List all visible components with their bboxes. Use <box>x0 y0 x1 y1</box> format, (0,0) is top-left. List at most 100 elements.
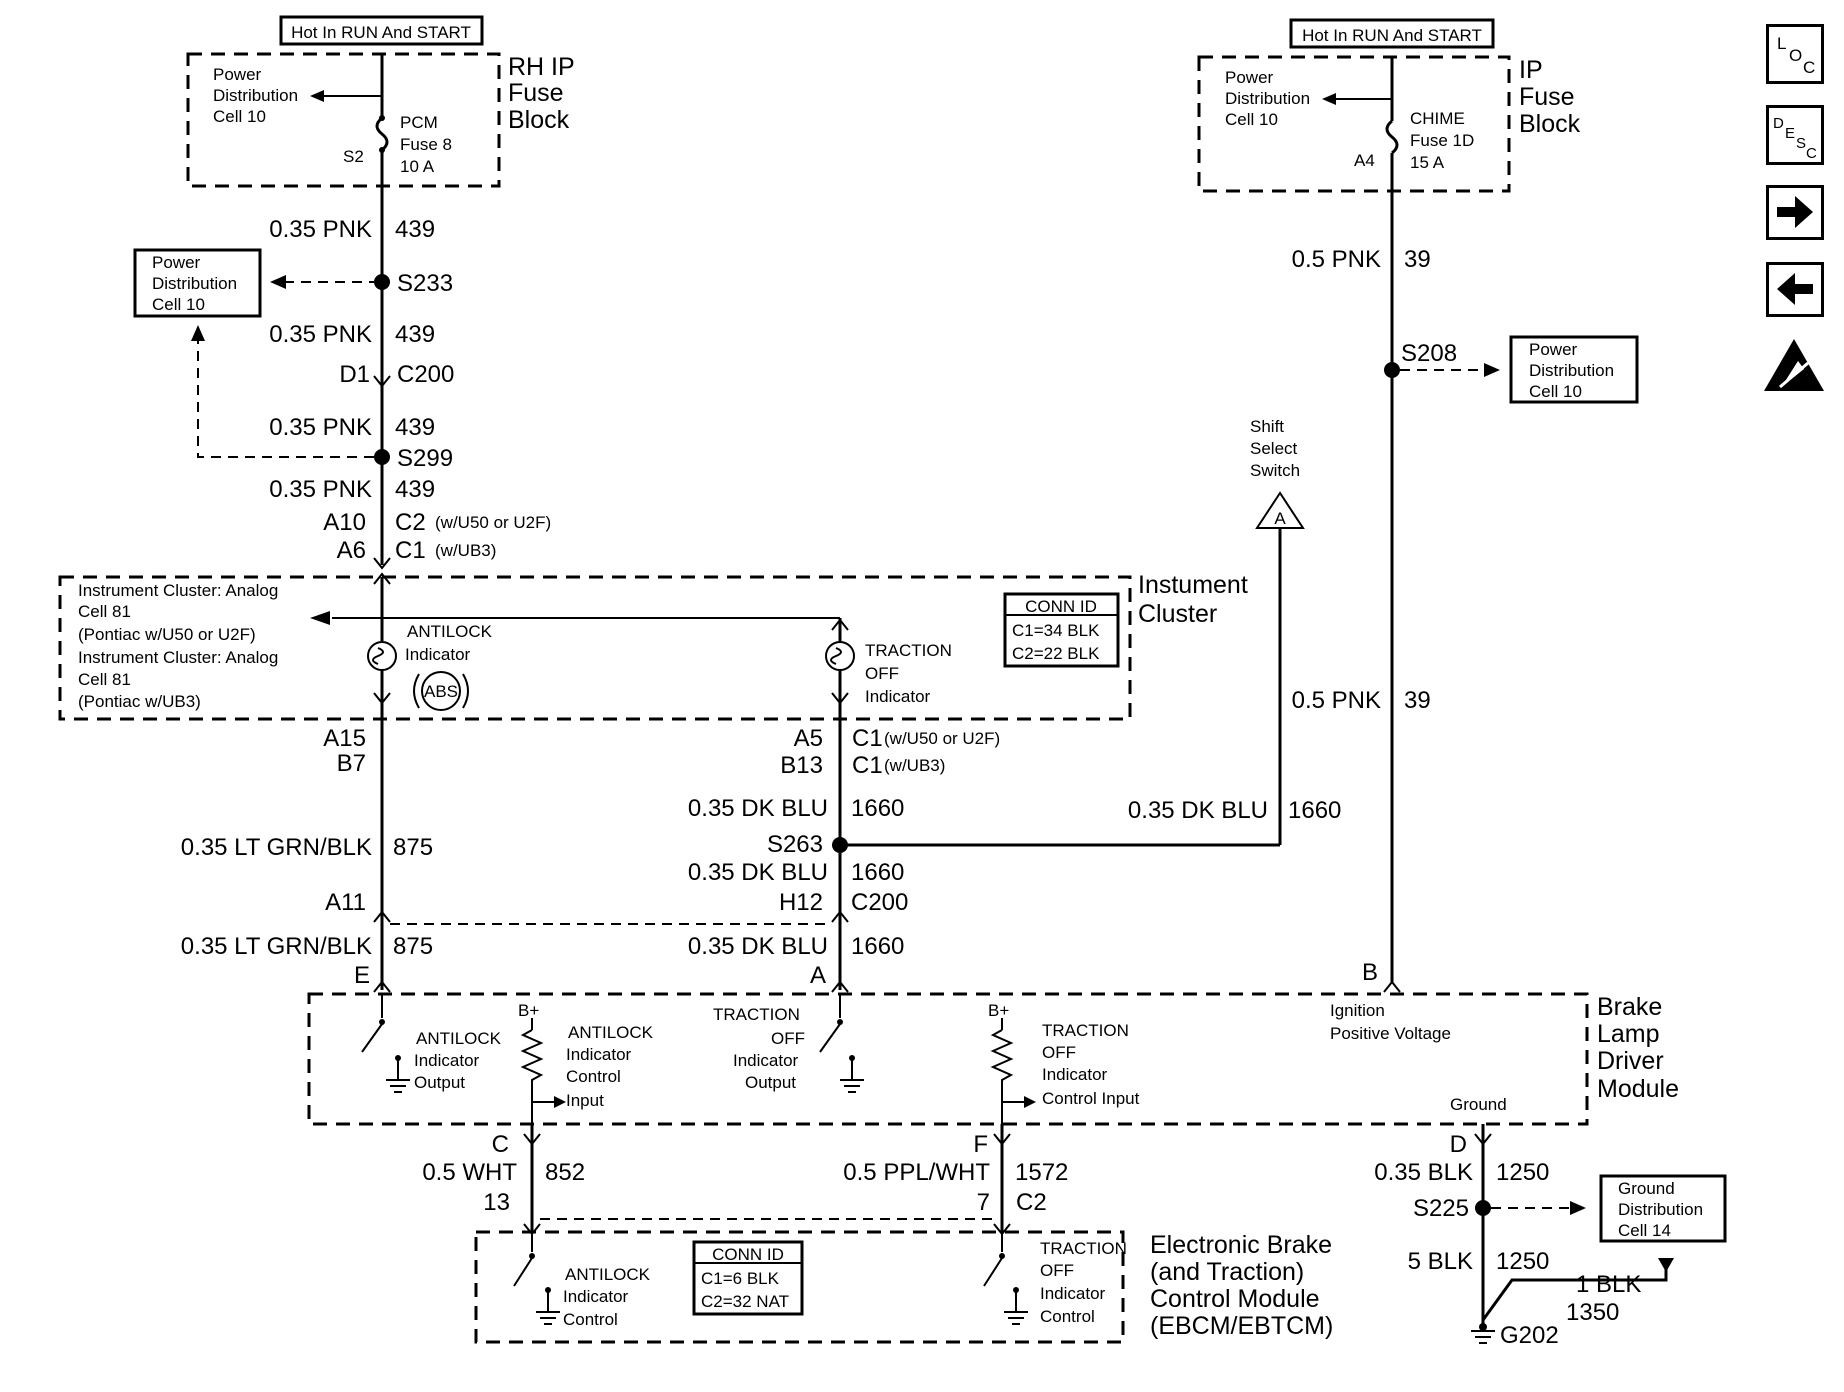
fuse-block-title-left-1: RH IP <box>508 53 575 81</box>
traction-bulb-icon <box>825 641 855 671</box>
traction-control-3: Indicator <box>1042 1065 1108 1084</box>
right-power-wire: 0.5 PNK 39 S208 Power Distribution Cell … <box>1292 153 1639 993</box>
pin-7: 7 <box>977 1189 990 1216</box>
blm-pin-e <box>373 980 391 993</box>
wire-color-1250-1: 0.35 BLK <box>1374 1159 1473 1186</box>
wire-color-1350: 1 BLK <box>1576 1271 1641 1298</box>
loc-icon[interactable]: L O C <box>1766 24 1824 84</box>
ebcm-conn-id-title: CONN ID <box>712 1245 784 1264</box>
cluster-pin-left-bottom <box>373 692 391 705</box>
shift-ref-triangle <box>1255 491 1305 529</box>
s299-arrowhead <box>191 325 205 341</box>
antilock-output-switch <box>361 1023 383 1053</box>
s299-dashed-link <box>197 338 374 458</box>
gd-box-1: Ground <box>1618 1179 1675 1198</box>
gd-box-2: Distribution <box>1618 1200 1703 1219</box>
wire-circuit-39-1: 39 <box>1404 246 1431 273</box>
wire-circuit-1572: 1572 <box>1015 1159 1068 1186</box>
pd-label-right-1: Power <box>1225 68 1274 87</box>
pin-a11: A11 <box>325 889 366 916</box>
antilock-output-ground-icon <box>386 1079 410 1093</box>
esd-glyph <box>1764 339 1824 391</box>
antilock-output-contact <box>379 1019 385 1025</box>
traction-output-2: OFF <box>771 1029 805 1048</box>
ignition-label-2: Positive Voltage <box>1330 1024 1451 1043</box>
ground-label: Ground <box>1450 1095 1507 1114</box>
prev-arrow-icon[interactable] <box>1766 262 1824 317</box>
wire-circuit-1350: 1350 <box>1566 1299 1619 1326</box>
splice-s233 <box>374 274 390 290</box>
blm-title-4: Module <box>1597 1075 1679 1103</box>
c200-pin-left <box>373 910 391 923</box>
shift-switch-label-3: Switch <box>1250 461 1300 480</box>
wire-color-39-1: 0.5 PNK <box>1292 246 1381 273</box>
fuse-right-number: Fuse 1D <box>1410 131 1474 150</box>
conn-c2-note: (w/U50 or U2F) <box>435 513 551 532</box>
splice-s299-label: S299 <box>397 445 453 472</box>
wire-circuit-852: 852 <box>545 1159 585 1186</box>
pd-label-right-3: Cell 10 <box>1225 110 1278 129</box>
pd-box-left-1: Power <box>152 253 201 272</box>
traction-control-arrowhead <box>1024 1096 1036 1108</box>
desc-icon[interactable]: D E S C <box>1766 105 1824 165</box>
wire-1350 <box>1481 1265 1668 1321</box>
pin-b: B <box>1362 959 1378 986</box>
ebcm-traction-1: TRACTION <box>1040 1239 1127 1258</box>
traction-output-switch <box>819 1023 841 1053</box>
ip-fuse-block: Hot In RUN And START IP Fuse Block Power… <box>1197 18 1581 193</box>
cluster-conn-id-box <box>1003 592 1120 668</box>
ebcm-title-1: Electronic Brake <box>1150 1231 1332 1259</box>
traction-bulb-filament <box>830 647 842 665</box>
pin-a10: A10 <box>323 509 366 536</box>
ebcm-title-3: Control Module <box>1150 1285 1320 1313</box>
ebcm-traction-switch <box>983 1257 1003 1287</box>
esd-warning-icon[interactable] <box>1762 335 1826 395</box>
cluster-ref-3: (Pontiac w/U50 or U2F) <box>78 625 256 644</box>
traction-label-2: OFF <box>865 664 899 683</box>
wire-color-1660-1: 0.35 DK BLU <box>688 795 828 822</box>
fuse-block-title-left-2: Fuse <box>508 79 564 107</box>
middle-wires: A15 B7 A5 B13 C1 (w/U50 or U2F) C1 (w/UB… <box>181 417 1341 993</box>
s208-arrowhead <box>1484 363 1500 377</box>
ebcm-conn-id-c1: C1=6 BLK <box>701 1269 780 1288</box>
pd-box-left <box>133 248 262 318</box>
s233-arrowhead <box>270 275 286 289</box>
ebcm-antilock-1: ANTILOCK <box>565 1265 651 1284</box>
pd-box-right-2: Distribution <box>1529 361 1614 380</box>
pin-d: D <box>1450 1131 1467 1158</box>
fuse-left-terminal: S2 <box>343 147 364 166</box>
next-arrow-icon[interactable] <box>1766 185 1824 240</box>
blm-pin-d <box>1474 1133 1492 1146</box>
cluster-conn-id-c1: C1=34 BLK <box>1012 621 1100 640</box>
conn-c2-ebcm: C2 <box>1016 1189 1047 1216</box>
pd-label-left-3: Cell 10 <box>213 107 266 126</box>
abs-symbol-icon <box>421 671 461 711</box>
fuse-block-title-right-3: Block <box>1519 110 1581 138</box>
cluster-ref-4: Instrument Cluster: Analog <box>78 648 278 667</box>
splice-s233-label: S233 <box>397 270 453 297</box>
connector-c1-c2 <box>373 557 391 570</box>
wire-color-875-1: 0.35 LT GRN/BLK <box>181 834 372 861</box>
b-plus-left: B+ <box>518 1001 539 1020</box>
wire-color-1660-3: 0.35 DK BLU <box>688 933 828 960</box>
pd-label-left-2: Distribution <box>213 86 298 105</box>
brake-lamp-driver-module: Brake Lamp Driver Module ANTILOCK Indica… <box>307 992 1679 1126</box>
ebcm-module: Electronic Brake (and Traction) Control … <box>474 1230 1333 1344</box>
conn-c200-label: C200 <box>397 361 454 388</box>
splice-s263-label: S263 <box>767 831 823 858</box>
lower-wires: C 0.5 WHT 852 13 F 0.5 PPL/WHT 1572 7 C2… <box>422 1124 1727 1349</box>
fuse-left-symbol <box>375 116 389 152</box>
pin-b7: B7 <box>337 750 366 777</box>
ground-g202-icon <box>1471 1330 1495 1344</box>
traction-control-resistor <box>990 1029 1014 1102</box>
pin-13: 13 <box>483 1189 510 1216</box>
cluster-title-1: Instument <box>1138 571 1248 599</box>
splice-s225 <box>1475 1200 1491 1216</box>
ebcm-conn-id-c2: C2=32 NAT <box>701 1292 789 1311</box>
c200-pin-right <box>831 910 849 923</box>
ebcm-title-4: (EBCM/EBTCM) <box>1150 1312 1333 1340</box>
pin-b13: B13 <box>780 752 823 779</box>
pin-a-blm: A <box>810 962 826 989</box>
ebcm-traction-ground-icon <box>1004 1311 1028 1325</box>
blm-pin-b <box>1383 980 1401 993</box>
